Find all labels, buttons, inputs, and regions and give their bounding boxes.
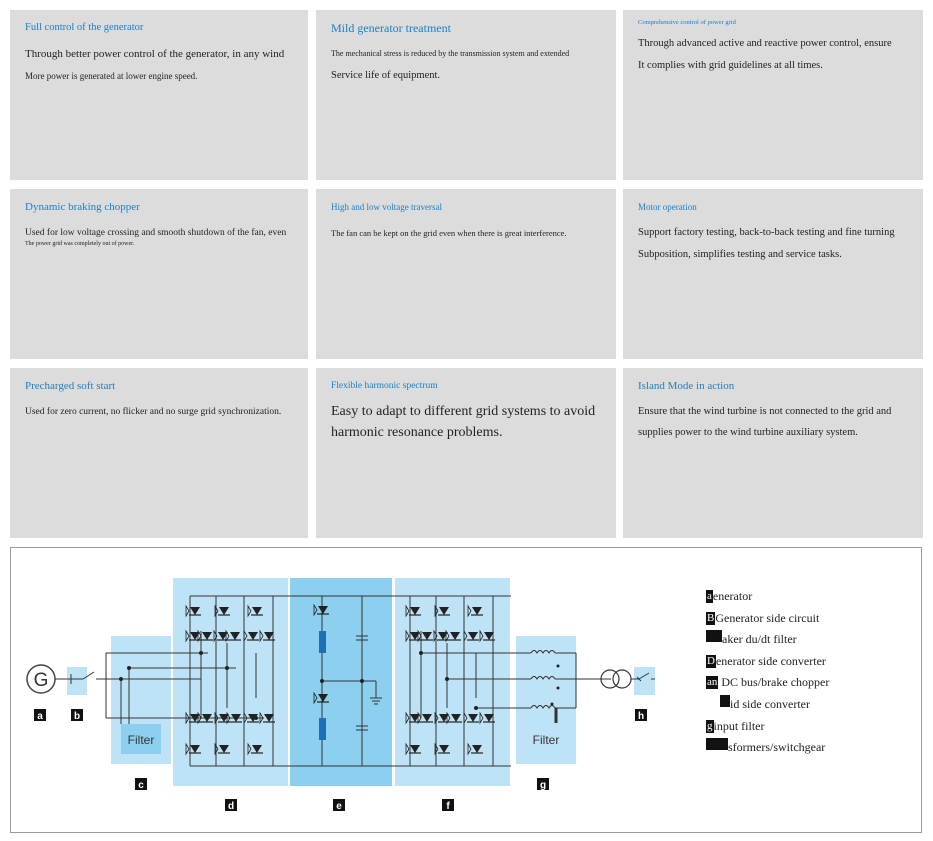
generator-letter: G	[34, 670, 49, 691]
badge-g: g	[540, 780, 546, 791]
feature-text: More power is generated at lower engine …	[25, 71, 198, 81]
legend-item: ginput filter	[706, 716, 829, 738]
legend-item: aenerator	[706, 586, 829, 608]
legend-item: BGenerator side circuit	[706, 608, 829, 630]
feature-title: Full control of the generator	[25, 22, 144, 33]
badge-d: d	[228, 801, 234, 812]
legend-item: Denerator side converter	[706, 651, 829, 673]
legend-item: aker du/dt filter	[706, 629, 829, 651]
transformer-symbol	[600, 669, 620, 689]
feature-text: The power grid was completely out of pow…	[25, 241, 135, 247]
legend-item: sformers/switchgear	[706, 737, 829, 759]
converter-diagram: G	[10, 547, 922, 833]
feature-text: Used for low voltage crossing and smooth…	[25, 228, 287, 238]
feature-title: Mild generator treatment	[331, 21, 451, 35]
feature-text: Subposition, simplifies testing and serv…	[638, 249, 842, 260]
feature-text: Through better power control of the gene…	[25, 48, 285, 60]
feature-card-7: Precharged soft start Used for zero curr…	[10, 368, 308, 538]
feature-text: Support factory testing, back-to-back te…	[638, 227, 895, 238]
feature-card-4: Dynamic braking chopper Used for low vol…	[10, 189, 308, 359]
feature-card-6: Motor operation Support factory testing,…	[623, 189, 923, 359]
feature-text: The mechanical stress is reduced by the …	[331, 49, 570, 58]
filter-label-left: Filter	[128, 733, 155, 747]
feature-text: The fan can be kept on the grid even whe…	[331, 228, 567, 238]
legend-text: aker du/dt filter	[722, 632, 797, 647]
feature-title: Motor operation	[638, 202, 697, 212]
badge-b: b	[74, 711, 80, 722]
legend-key: g	[706, 719, 714, 733]
legend-text: input filter	[713, 718, 765, 733]
brake-resistor-top	[319, 631, 326, 653]
badge-f: f	[446, 801, 450, 812]
legend-item: an DC bus/brake chopper	[706, 672, 829, 694]
filter-box-left	[121, 724, 161, 754]
legend-text: id side converter	[730, 696, 810, 711]
badge-a: a	[37, 711, 43, 722]
circuit-block-b	[67, 667, 87, 695]
switchgear-block-h	[634, 667, 655, 695]
legend-key: D	[706, 654, 716, 668]
feature-card-2: Mild generator treatment The mechanical …	[316, 10, 616, 180]
legend-key	[706, 738, 728, 751]
badge-e: e	[336, 801, 342, 812]
badge-c: c	[138, 780, 144, 791]
legend-text: Generator side circuit	[715, 610, 820, 625]
converter-schematic: G	[26, 578, 655, 812]
generator-side-converter-block	[173, 578, 288, 786]
feature-title: Precharged soft start	[25, 380, 116, 392]
feature-card-8: Flexible harmonic spectrum Easy to adapt…	[316, 368, 616, 538]
feature-text: Easy to adapt to different grid systems …	[331, 404, 596, 440]
feature-text: Through advanced active and reactive pow…	[638, 38, 892, 49]
feature-text: It complies with grid guidelines at all …	[638, 60, 823, 71]
feature-text: Ensure that the wind turbine is not conn…	[638, 406, 892, 438]
feature-text: Service life of equipment.	[331, 70, 441, 81]
dc-bus-block	[290, 578, 392, 786]
legend-key	[720, 694, 730, 707]
feature-card-9: Island Mode in action Ensure that the wi…	[623, 368, 923, 538]
feature-title: Island Mode in action	[638, 380, 735, 392]
filter-label-right: Filter	[533, 733, 560, 747]
feature-grid: Full control of the generator Through be…	[10, 10, 923, 538]
diagram-legend: aenerator BGenerator side circuit aker d…	[706, 586, 829, 759]
badge-h: h	[638, 711, 644, 722]
filter-block-g	[516, 636, 576, 764]
legend-text: enerator side converter	[715, 653, 826, 668]
feature-card-3: Comprehensive control of power grid Thro…	[623, 10, 923, 180]
legend-item: id side converter	[706, 694, 829, 716]
feature-text: Used for zero current, no flicker and no…	[25, 407, 282, 417]
legend-key	[706, 630, 722, 643]
legend-key: B	[706, 611, 716, 625]
feature-title: Comprehensive control of power grid	[638, 19, 736, 26]
legend-key: an	[706, 676, 719, 690]
feature-title: High and low voltage traversal	[331, 202, 442, 212]
feature-title: Dynamic braking chopper	[25, 201, 140, 213]
feature-card-5: High and low voltage traversal The fan c…	[316, 189, 616, 359]
legend-key: a	[706, 590, 713, 603]
legend-text: DC bus/brake chopper	[718, 675, 830, 690]
feature-card-1: Full control of the generator Through be…	[10, 10, 308, 180]
legend-text: enerator	[712, 589, 753, 603]
feature-title: Flexible harmonic spectrum	[331, 381, 438, 391]
legend-text: sformers/switchgear	[728, 740, 826, 755]
brake-resistor-bottom	[319, 718, 326, 740]
